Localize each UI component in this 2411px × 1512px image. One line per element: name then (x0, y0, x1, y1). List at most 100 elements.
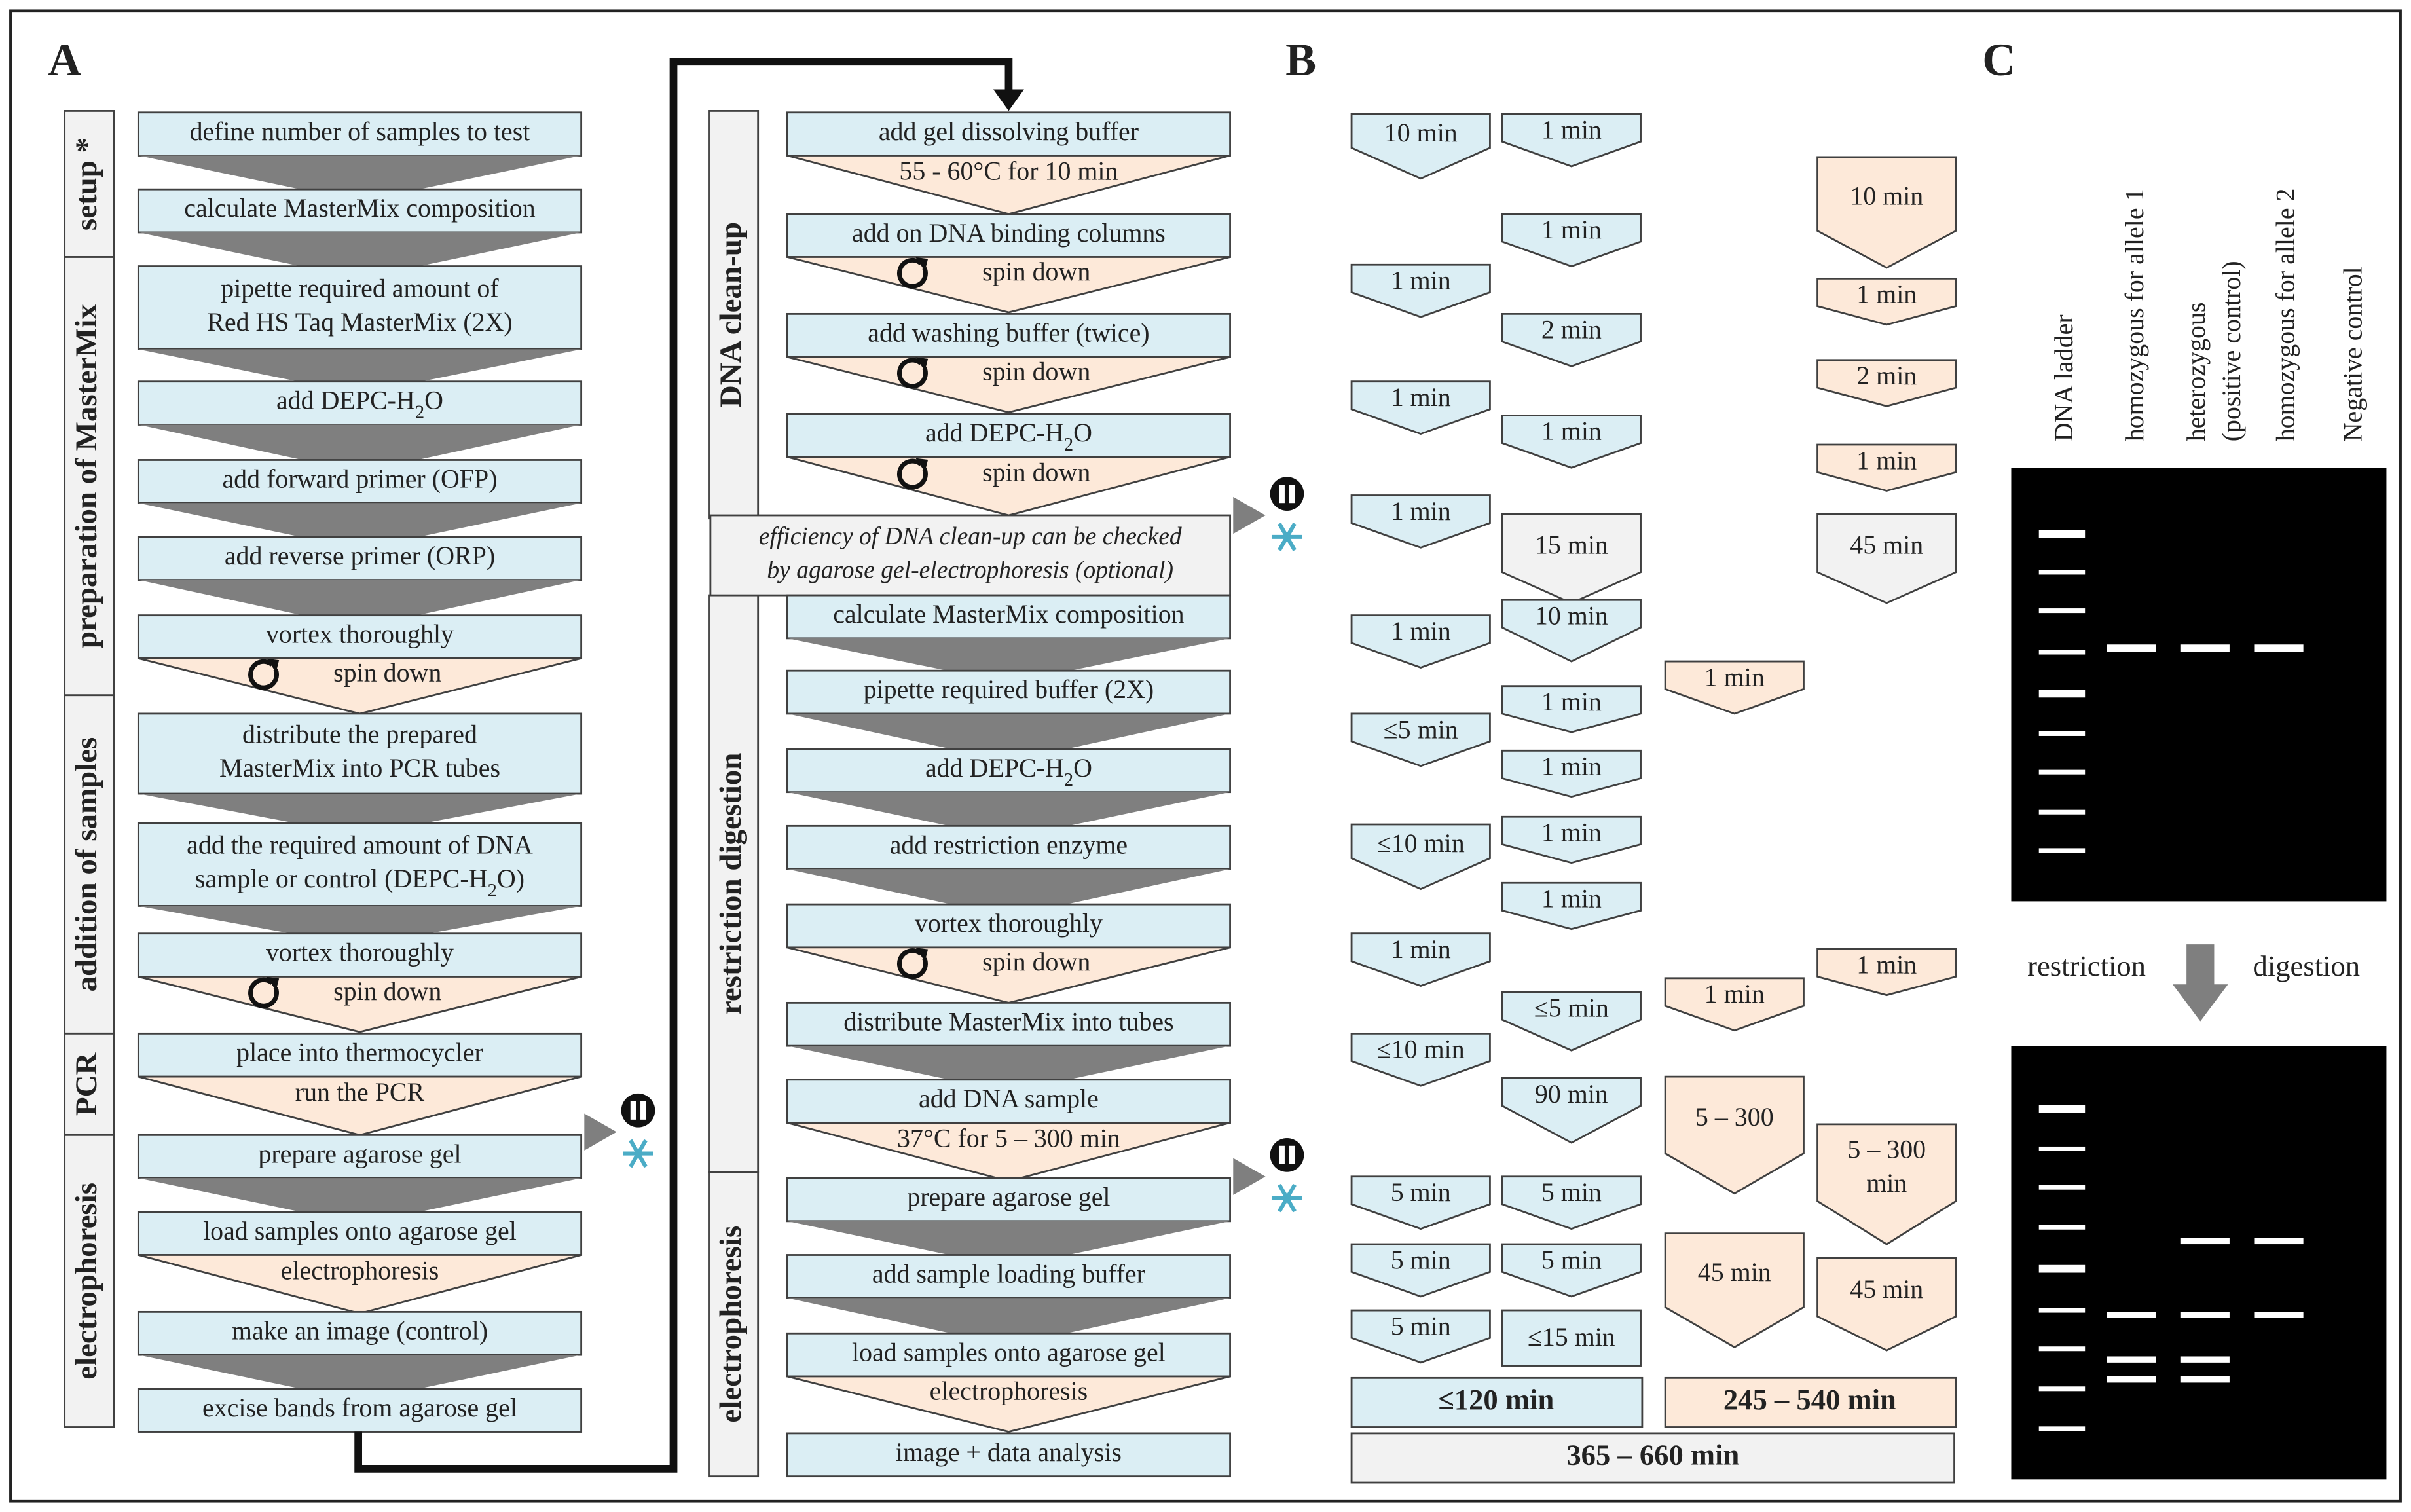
subscript: 2 (1064, 433, 1073, 454)
step-text: pipette required buffer (2X) (864, 674, 1154, 704)
step-box (786, 1254, 1231, 1299)
time-label: 1 min (1541, 215, 1602, 244)
time-chevron (1501, 312, 1642, 367)
arrow-down-icon (993, 89, 1024, 111)
time-label: 5 min (1391, 1245, 1451, 1274)
step-text: vortex thoroughly (266, 938, 454, 967)
time-chevron (1664, 1232, 1805, 1349)
snowflake-icon (1271, 1183, 1302, 1213)
step-text: 55 - 60°C for 10 min (899, 156, 1118, 185)
gel-band (2038, 608, 2086, 614)
step-box (137, 459, 583, 504)
flow-chevron (138, 155, 581, 202)
subscript: 2 (488, 879, 497, 900)
flow-chevron (787, 1298, 1230, 1346)
time-chevron (1350, 494, 1491, 549)
flow-chevron (787, 638, 1230, 683)
step-triangle (786, 1122, 1230, 1183)
time-chevron (1350, 932, 1491, 987)
gel-band (2038, 1146, 2086, 1151)
phase-mastermix (64, 256, 115, 697)
phase-electrophoresis-2-label: electrophoresis (714, 1226, 748, 1423)
step-box (137, 111, 583, 157)
total-grand-box (1350, 1432, 1955, 1484)
time-label: 1 min (1391, 382, 1451, 412)
gel-band (2107, 1312, 2156, 1318)
phase-pcr-label: PCR (69, 1052, 103, 1116)
step-text: load samples onto agarose gel (203, 1216, 517, 1245)
time-chevron (1501, 685, 1642, 733)
step-box (137, 1310, 583, 1356)
gel-band (2038, 809, 2086, 815)
phase-samples-label: addition of samples (69, 737, 103, 992)
time-chevron (1816, 1123, 1957, 1245)
time-label: 45 min (1850, 1274, 1923, 1304)
time-chevron (1350, 823, 1491, 891)
note-text: efficiency of DNA clean-up can be checke… (759, 523, 1182, 550)
step-text-2: MasterMix into PCR tubes (219, 753, 500, 783)
spin-icon (248, 976, 280, 1008)
time-chevron (1501, 213, 1642, 268)
time-label: ≤15 min (1528, 1322, 1615, 1352)
panel-label-a: A (48, 35, 81, 86)
gel-band (2107, 644, 2156, 652)
time-label: 1 min (1391, 496, 1451, 526)
subscript: 2 (1064, 769, 1073, 790)
spin-icon (897, 357, 929, 389)
gel-band (2038, 1105, 2086, 1113)
lane-label: homozygous for allele 2 (2270, 189, 2300, 442)
time-label: 5 min (1541, 1245, 1602, 1274)
time-chevron (1501, 1175, 1642, 1230)
time-label: 5 min (1391, 1177, 1451, 1207)
step-box (786, 1432, 1231, 1478)
step-box (786, 312, 1231, 358)
time-label: 45 min (1850, 530, 1923, 559)
time-label: 5 – 300 (1695, 1102, 1774, 1132)
phase-samples (64, 694, 115, 1035)
step-box (137, 822, 583, 907)
time-label: 1 min (1391, 266, 1451, 295)
lane-label: heterozygous (2181, 303, 2211, 442)
step-box (786, 1079, 1231, 1124)
step-text: distribute the prepared (242, 719, 477, 748)
gel-band (2180, 1312, 2230, 1318)
pause-icon (621, 1093, 655, 1128)
step-text: 37°C for 5 – 300 min (897, 1123, 1120, 1152)
time-chevron (1350, 1243, 1491, 1298)
step-text: add sample loading buffer (872, 1259, 1145, 1289)
time-label: 2 min (1541, 315, 1602, 344)
gel-band (2038, 848, 2086, 853)
time-label: 10 min (1850, 181, 1923, 210)
time-chevron (1350, 712, 1491, 767)
step-box (137, 932, 583, 978)
arrow-label-right: digestion (2253, 950, 2361, 982)
gel-band (2038, 1346, 2086, 1352)
time-label: 5 – 300 (1847, 1134, 1926, 1164)
gel-band (2254, 644, 2304, 652)
time-label: ≤5 min (1384, 714, 1458, 744)
lane-label: DNA ladder (2049, 314, 2078, 441)
spin-icon (897, 257, 929, 289)
time-chevron (1664, 1075, 1805, 1195)
gel-band (2180, 1356, 2230, 1363)
time-chevron (1350, 113, 1491, 180)
step-box (786, 824, 1231, 870)
phase-electrophoresis (64, 1134, 115, 1428)
time-chevron (1501, 1077, 1642, 1144)
gel-band (2107, 1376, 2156, 1383)
snowflake-icon (623, 1139, 653, 1168)
time-label: 1 min (1541, 818, 1602, 847)
gel-band (2038, 769, 2086, 775)
step-text: electrophoresis (930, 1376, 1088, 1405)
step-text: add on DNA binding columns (852, 218, 1166, 248)
time-chevron (1816, 156, 1957, 269)
time-chevron (1816, 277, 1957, 326)
gel-band (2180, 644, 2230, 652)
time-label: min (1866, 1168, 1907, 1198)
time-label: 1 min (1856, 445, 1917, 475)
arrow-label-left: restriction (2027, 950, 2146, 982)
step-text: add DNA sample (919, 1084, 1099, 1113)
time-label: 1 min (1704, 979, 1765, 1008)
